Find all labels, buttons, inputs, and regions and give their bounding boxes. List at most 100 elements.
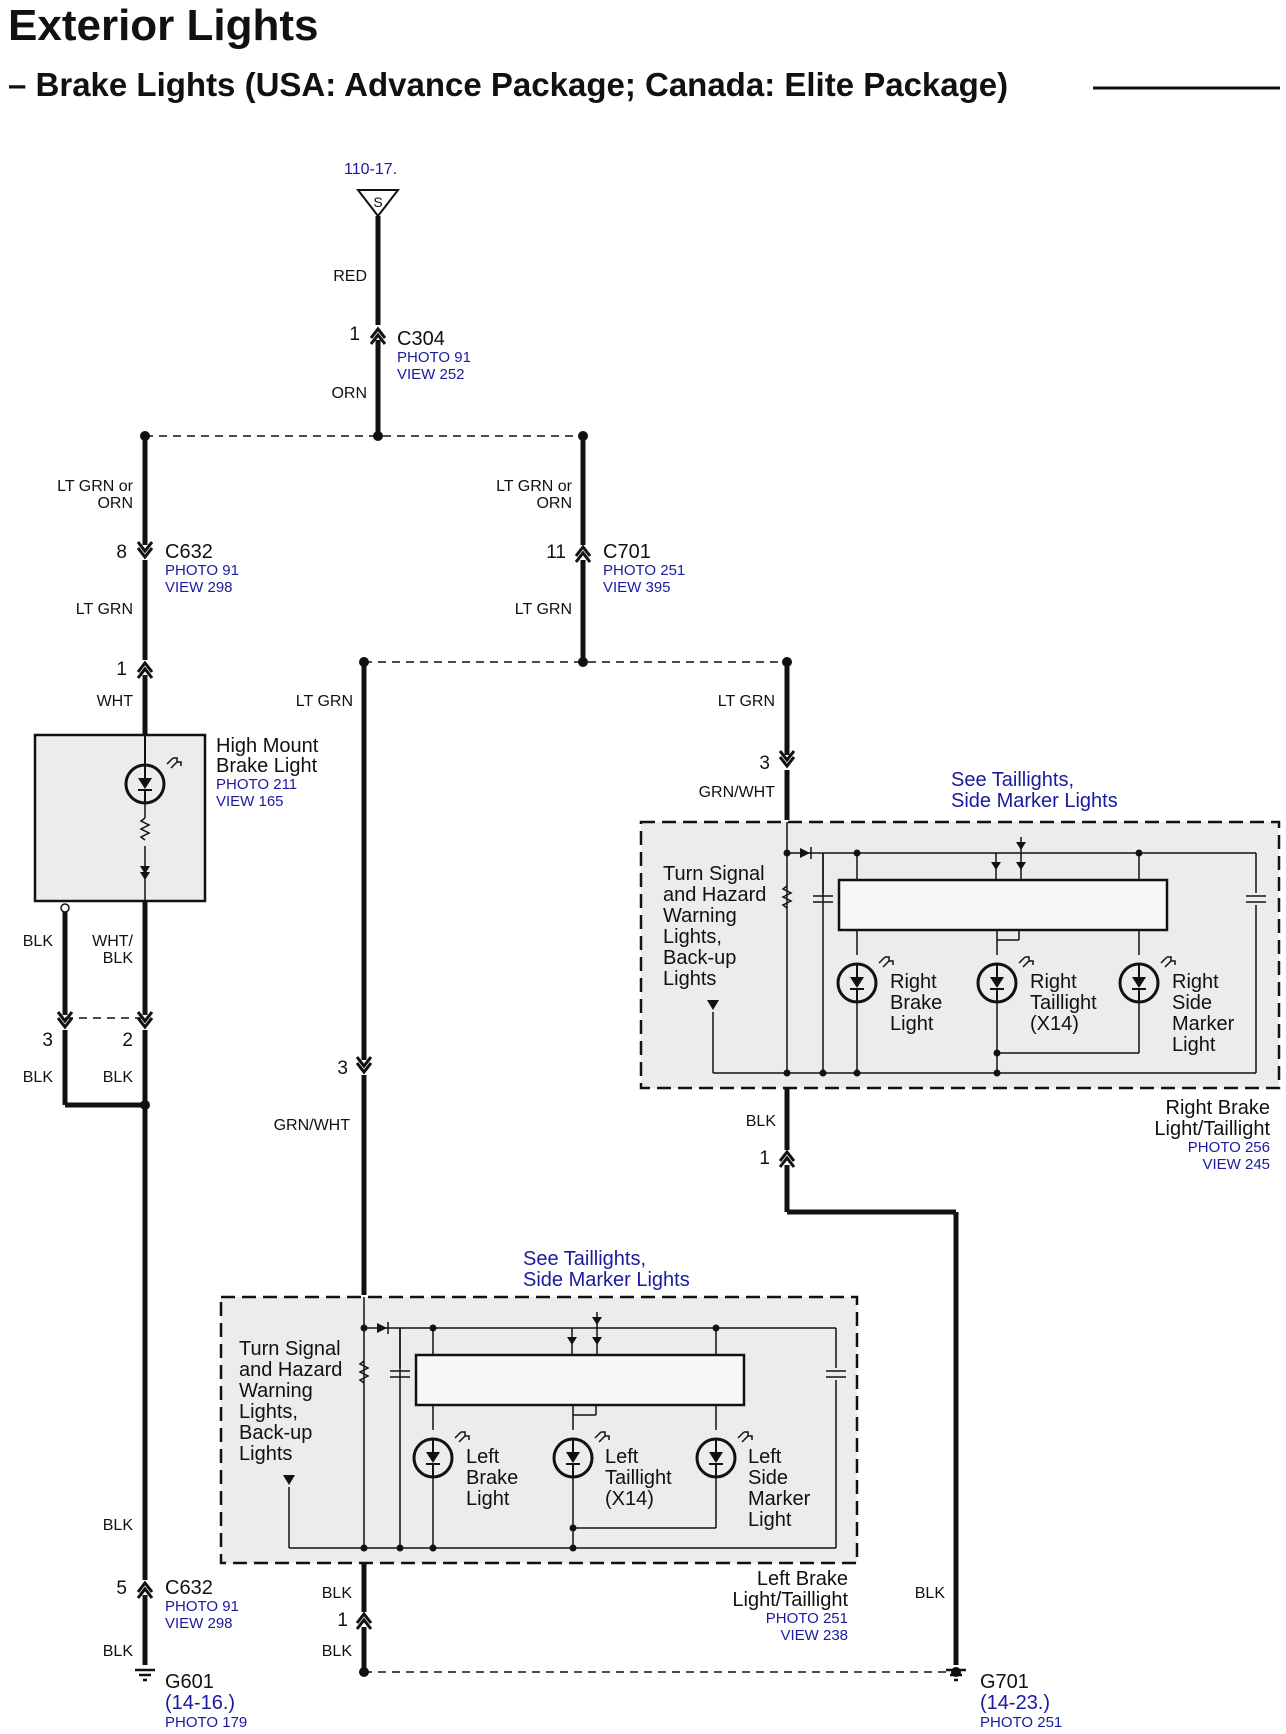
svg-text:Lights,: Lights, [239,1401,298,1423]
svg-text:Left: Left [466,1446,500,1468]
wire-label-blk-3: BLK [103,1069,134,1086]
wire-label-ltgrn: LT GRN [76,601,133,618]
right-turn-label: Turn Signal and Hazard Warning Lights, B… [663,863,766,990]
g701-photo: PHOTO 251 [980,1714,1062,1731]
wire-label-whtblk-1: WHT/ [92,933,133,950]
left-see-2: Side Marker Lights [523,1269,690,1291]
svg-text:Back-up: Back-up [239,1422,312,1444]
right-assembly-name-2: Light/Taillight [1154,1118,1270,1140]
wire-label-red: RED [333,268,367,285]
wire-label-blk-9: BLK [915,1585,946,1602]
source-ref: 110-17. [344,161,397,178]
svg-text:Left: Left [605,1446,639,1468]
svg-text:Brake: Brake [466,1467,518,1489]
c701-pin: 11 [546,542,566,563]
c632-bot-photo: PHOTO 91 [165,1598,239,1615]
page-subtitle: – Brake Lights (USA: Advance Package; Ca… [8,66,1008,103]
wire-label-whtblk-2: BLK [103,950,134,967]
c632-bot-name: C632 [165,1577,213,1599]
svg-text:Right: Right [890,971,937,993]
g601-photo: PHOTO 179 [165,1714,247,1731]
svg-text:Taillight: Taillight [1030,992,1097,1014]
right-see-2: Side Marker Lights [951,790,1118,812]
c304-photo: PHOTO 91 [397,349,471,366]
svg-text:Right: Right [1030,971,1077,993]
left-out-connector-icon [355,1612,373,1631]
wire-label-grnwht-right: GRN/WHT [699,784,776,801]
svg-text:and Hazard: and Hazard [663,884,766,906]
wire-label-blk-1: BLK [23,933,54,950]
wire-label-blk-8: BLK [322,1643,353,1660]
c632-top-name: C632 [165,541,213,563]
page-title: Exterior Lights [8,1,319,50]
svg-text:Left: Left [748,1446,782,1468]
right-brake-taillight-assembly [639,820,1281,1090]
right-assembly-view: VIEW 245 [1202,1156,1270,1173]
right-brake-label: Right Brake Light [890,971,942,1035]
g601-ground-icon [133,1668,157,1682]
svg-text:Light: Light [1172,1034,1216,1056]
left-assembly-photo: PHOTO 251 [766,1610,848,1627]
c632-top-photo: PHOTO 91 [165,562,239,579]
c701-name: C701 [603,541,651,563]
high-mount-label-1: High Mount [216,735,319,757]
svg-text:Lights: Lights [239,1443,292,1465]
right-marker-label: Right Side Marker Light [1172,971,1235,1056]
right-see-1: See Taillights, [951,769,1074,791]
g701-name: G701 [980,1671,1029,1693]
wire-label-grnwht-left: GRN/WHT [274,1117,351,1134]
svg-text:Right: Right [1172,971,1219,993]
left-assembly-name-1: Left Brake [757,1568,848,1590]
wire-label-blk-4: BLK [746,1113,777,1130]
left-taillight-label: Left Taillight (X14) [605,1446,672,1510]
right-assembly-name-1: Right Brake [1166,1097,1271,1119]
svg-text:Marker: Marker [748,1488,811,1510]
left-brake-label: Left Brake Light [466,1446,518,1510]
svg-text:Warning: Warning [663,905,737,927]
pin-hm-blk: 3 [42,1030,53,1051]
left-see-1: See Taillights, [523,1248,646,1270]
left-marker-label: Left Side Marker Light [748,1446,811,1531]
wire-label-ltgrn-2: LT GRN [515,601,572,618]
c701-view: VIEW 395 [603,579,671,596]
c304-pin: 1 [349,324,360,345]
svg-text:Lights: Lights [663,968,716,990]
right-taillight-label: Right Taillight (X14) [1030,971,1097,1035]
wire-label-ltgrn-or-2: ORN [97,495,133,512]
right-assembly-photo: PHOTO 256 [1188,1139,1270,1156]
splice-dots [140,431,961,1677]
wire-label-wht: WHT [97,693,134,710]
c632-bot-pin: 5 [116,1578,127,1599]
wire-label-orn: ORN [331,385,367,402]
wire-label-blk-5: BLK [103,1517,134,1534]
svg-text:and Hazard: and Hazard [239,1359,342,1381]
high-mount-photo: PHOTO 211 [216,776,297,793]
g601-ref: (14-16.) [165,1692,235,1714]
wire-label-blk-7: BLK [322,1585,353,1602]
svg-text:Lights,: Lights, [663,926,722,948]
svg-text:(X14): (X14) [1030,1013,1079,1035]
c701-photo: PHOTO 251 [603,562,685,579]
high-mount-label-2: Brake Light [216,755,318,777]
svg-text:Taillight: Taillight [605,1467,672,1489]
c304-name: C304 [397,328,445,350]
left-assembly-view: VIEW 238 [780,1627,848,1644]
svg-text:Brake: Brake [890,992,942,1014]
svg-text:Side: Side [1172,992,1212,1014]
svg-text:Marker: Marker [1172,1013,1235,1035]
svg-text:Side: Side [748,1467,788,1489]
wire-label-blk-6: BLK [103,1643,134,1660]
wires [62,216,959,1672]
splice-dashed-lines [65,435,956,1673]
left-assembly-name-2: Light/Taillight [732,1589,848,1611]
c632-top-pin: 8 [116,542,127,563]
pin-hm-in: 1 [116,659,127,680]
left-turn-label: Turn Signal and Hazard Warning Lights, B… [239,1338,342,1465]
c632-top-view: VIEW 298 [165,579,233,596]
svg-text:Warning: Warning [239,1380,313,1402]
g701-ref: (14-23.) [980,1692,1050,1714]
pin-right-out: 1 [759,1148,770,1169]
pin-hm-whtblk: 2 [122,1030,133,1051]
svg-text:(X14): (X14) [605,1488,654,1510]
